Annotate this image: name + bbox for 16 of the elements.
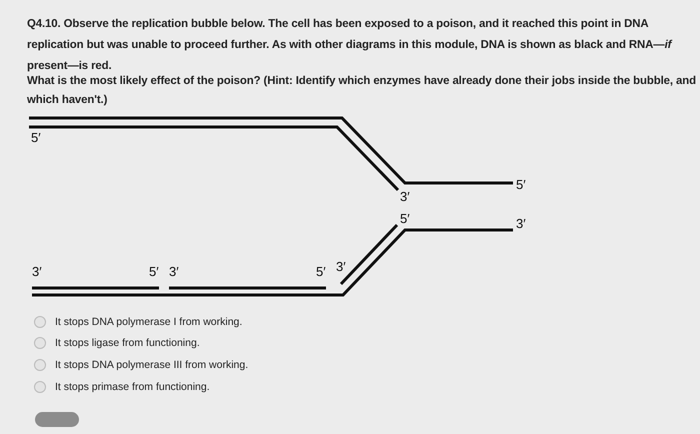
strand-end-label: 5′ xyxy=(149,265,159,278)
strand-end-label: 3′ xyxy=(336,260,346,273)
answer-option: It stops ligase from functioning. xyxy=(55,337,200,349)
answer-option: It stops DNA polymerase III from working. xyxy=(55,359,248,371)
strand-end-label: 5′ xyxy=(516,178,526,191)
strand-end-label: 3′ xyxy=(516,217,526,230)
strand-end-label: 5′ xyxy=(31,131,41,144)
answer-option: It stops primase from functioning. xyxy=(55,381,210,393)
question-text: What is the most likely effect of the poison? (Hint: Identify which enzymes have already done their jobs inside the bubble, and which haven't.) xyxy=(27,74,697,108)
strand-end-label: 3′ xyxy=(32,265,42,278)
strand-end-label: 3′ xyxy=(169,265,179,278)
answer-option: It stops DNA polymerase I from working. xyxy=(55,316,242,328)
question-text: Q4.10. Observe the replication bubble below. The cell has been exposed to a poison, and it reached this point in DNA replication but was unable to proceed further. As with other diagrams in this module, DNA is shown as black and RNA—if present—is red. xyxy=(27,17,674,74)
strand-end-label: 3′ xyxy=(400,190,410,203)
strand-end-label: 5′ xyxy=(400,212,410,225)
strand-end-label: 5′ xyxy=(316,265,326,278)
